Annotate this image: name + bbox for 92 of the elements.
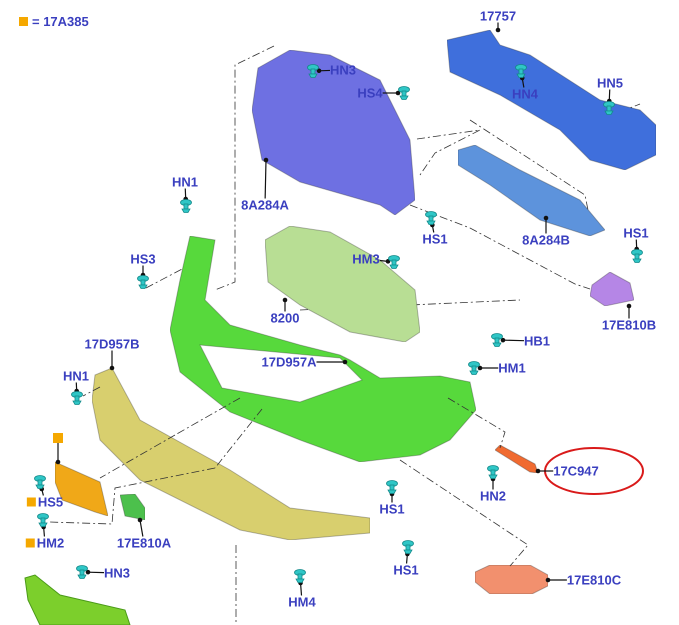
leader-line <box>634 239 639 252</box>
part-drawing <box>458 145 605 236</box>
part-number: HS3 <box>130 252 156 266</box>
part-number: HN2 <box>480 490 506 502</box>
assembly-line <box>214 408 262 468</box>
part-number: HN1 <box>172 176 198 188</box>
leader-line <box>298 580 303 596</box>
part-number: HN3 <box>330 64 356 76</box>
leader-line <box>183 188 188 202</box>
assembly-line <box>100 434 176 478</box>
part-number: 8A284A <box>241 198 289 212</box>
part-drawing <box>265 226 420 342</box>
leader-line <box>500 338 524 342</box>
leader-line <box>536 468 554 474</box>
part-number: HM4 <box>288 596 316 608</box>
part-drawing <box>495 445 538 473</box>
clip-icon <box>294 569 306 583</box>
assembly-line <box>48 468 216 524</box>
part-number: HS1 <box>393 564 419 576</box>
leader-line <box>110 350 114 370</box>
part-number: HN3 <box>104 566 130 580</box>
leader-line <box>405 552 410 564</box>
part-drawing <box>170 236 476 462</box>
part-number: 17E810A <box>116 536 172 550</box>
leader-line <box>520 76 525 88</box>
part-number: HM1 <box>498 362 526 374</box>
legend-text: = 17A385 <box>32 15 89 28</box>
leader-line <box>380 259 390 264</box>
leader-line <box>316 360 348 364</box>
part-number: HN5 <box>597 76 623 90</box>
leader-line <box>140 266 146 278</box>
part-number: HS1 <box>379 502 405 516</box>
part-number: HM2 <box>36 536 64 550</box>
leader-line <box>606 89 612 104</box>
clip-icon <box>468 361 480 375</box>
clip-icon <box>137 275 149 289</box>
clip-icon <box>37 513 49 527</box>
leader-line <box>496 22 500 32</box>
clip-icon <box>386 480 398 494</box>
part-number: HS5 <box>38 496 64 508</box>
assembly-line <box>82 386 100 396</box>
assembly-line <box>448 398 506 448</box>
clip-icon <box>71 391 83 405</box>
leader-line <box>282 298 288 312</box>
part-number: 17E810C <box>566 574 622 586</box>
clip-icon <box>34 475 46 489</box>
leader-line <box>41 524 46 537</box>
leader-line <box>39 486 44 496</box>
clip-icon <box>425 211 437 225</box>
leader-line <box>86 570 104 574</box>
part-number: 8200 <box>270 312 300 324</box>
part-drawing <box>475 565 548 594</box>
leader-line <box>390 492 394 502</box>
leader-line <box>544 216 548 234</box>
assembly-line <box>400 460 529 566</box>
assembly-line <box>174 398 240 436</box>
leader-line <box>138 518 144 537</box>
part-drawing <box>92 368 370 540</box>
leader-line <box>316 68 330 74</box>
assembly-line <box>410 204 590 290</box>
assembly-line <box>146 268 184 288</box>
part-number: 8A284B <box>522 234 570 246</box>
leader-line <box>382 90 400 96</box>
legend-square-marker <box>53 433 63 443</box>
clip-icon <box>491 333 503 347</box>
clip-icon <box>402 540 414 554</box>
part-drawing <box>120 494 145 520</box>
part-number: HN1 <box>63 370 89 382</box>
clip-icon <box>487 465 499 479</box>
clip-icon <box>398 86 410 100</box>
leader-line <box>490 476 496 490</box>
clip-icon <box>76 565 88 579</box>
leader-line <box>56 443 60 464</box>
part-number: 17E810B <box>602 318 656 332</box>
part-drawing <box>590 272 634 306</box>
leader-line <box>264 158 268 199</box>
clip-icon <box>631 249 643 263</box>
part-number: HB1 <box>524 334 550 348</box>
leader-line <box>478 366 498 370</box>
leader-line <box>626 304 632 318</box>
part-number: 17D957B <box>84 338 140 350</box>
leader-line <box>430 222 435 233</box>
part-drawing <box>447 30 656 170</box>
leader-line <box>546 578 567 582</box>
part-number: HS1 <box>623 226 649 240</box>
part-number: 17D957A <box>262 356 316 368</box>
part-number: 17C947 <box>553 464 599 478</box>
part-number: HM3 <box>352 252 380 266</box>
clip-icon <box>180 199 192 213</box>
leader-line <box>74 382 79 394</box>
part-number: 17757 <box>480 10 516 22</box>
part-number: HS1 <box>422 232 448 246</box>
